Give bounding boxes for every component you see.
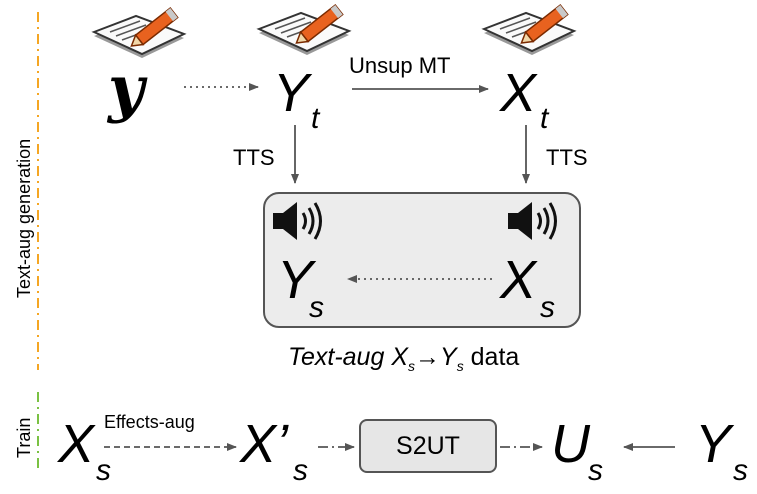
caption-prefix: Text-aug [288, 343, 392, 371]
xs-to-ys-dotted-arrow [347, 275, 492, 283]
effects-aug-label: Effects-aug [104, 412, 195, 432]
caption-suffix: data [463, 343, 520, 371]
node-xs-main: X [500, 250, 537, 310]
s2ut-label: S2UT [396, 431, 460, 460]
node-xt-sub: t [540, 102, 549, 135]
tts-right-label: TTS [546, 145, 588, 170]
node-ys-sub: s [309, 291, 324, 324]
train-xs-sub: s [96, 454, 111, 487]
caption-x-sub: s [408, 358, 415, 374]
top-arrows [184, 83, 530, 184]
train-arrows [104, 443, 675, 451]
caption-x: X [391, 343, 408, 371]
document-pencil-icon [481, 3, 577, 55]
us-main: U [551, 414, 590, 474]
train-xs-main: X [58, 414, 95, 474]
node-yt-sub: t [311, 102, 320, 135]
caption-y: Y [440, 343, 457, 371]
speaker-icon [273, 202, 322, 240]
us-sub: s [588, 454, 603, 487]
document-pencil-icon [91, 6, 187, 58]
speaker-icon [508, 202, 557, 240]
node-yt-main: Y [273, 63, 310, 123]
train-ys-sub: s [733, 454, 748, 487]
xprime-sub: s [293, 454, 308, 487]
side-dividers [37, 12, 39, 470]
node-xs-sub: s [540, 291, 555, 324]
text-aug-data-caption: Text-aug Xs→Ys data [288, 343, 519, 374]
caption-y-sub: s [456, 358, 464, 374]
node-ys-main: Y [277, 250, 314, 310]
document-pencil-icon [256, 3, 352, 55]
train-ys-main: Y [695, 414, 732, 474]
tts-left-label: TTS [233, 145, 275, 170]
node-y-script: y [108, 52, 145, 125]
unsup-mt-label: Unsup MT [349, 53, 451, 78]
node-xt-main: X [500, 63, 537, 123]
xprime-main: X’ [240, 414, 289, 474]
s2ut-model-box: S2UT [359, 419, 497, 473]
caption-arrow: → [415, 343, 440, 371]
